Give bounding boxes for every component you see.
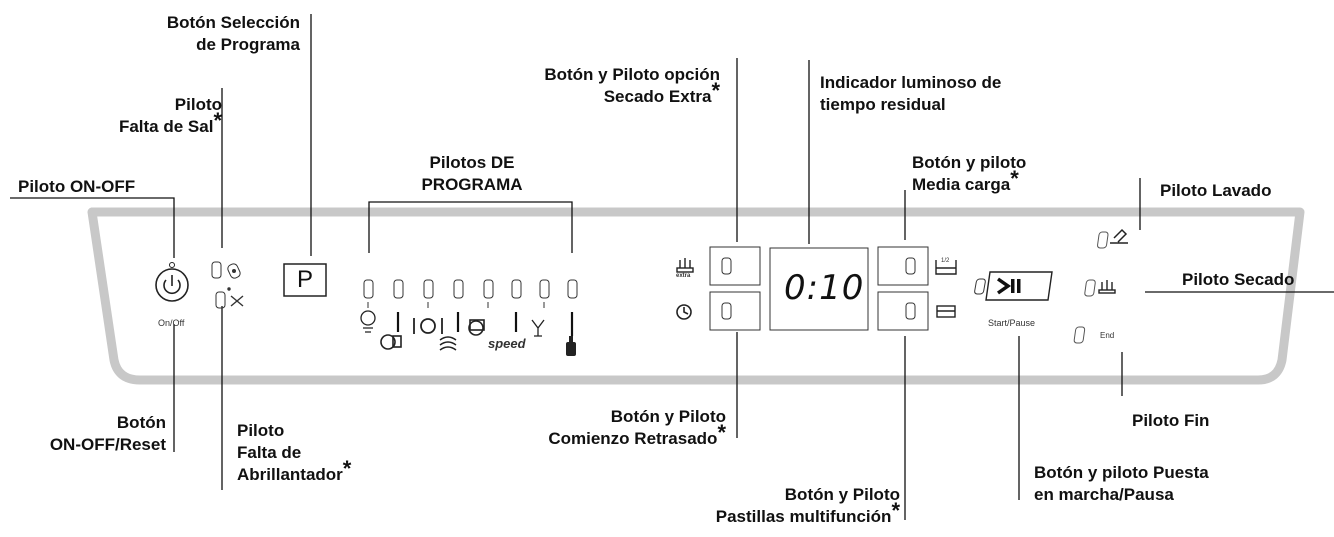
dishes-icon: [413, 318, 443, 334]
label-end-pilot: Piloto Fin: [1132, 411, 1210, 430]
label-program-pilots: Pilotos DE PROGRAMA: [421, 153, 523, 194]
rapid-icon: [439, 336, 457, 351]
play-pause-icon: [974, 277, 1021, 295]
label-multi-tablets: Botón y Piloto Pastillas multifunción*: [715, 485, 900, 526]
half-load-icon: [935, 260, 957, 275]
on-off-caption: On/Off: [158, 318, 185, 328]
eco-icon: [360, 310, 376, 333]
half-load-led: [905, 257, 916, 275]
salt-icon: [227, 263, 241, 279]
half-load-icon-text: 1/2: [941, 258, 950, 264]
label-on-off-pilot: Piloto ON-OFF: [18, 177, 136, 196]
label-program-select: Botón Selección de Programa: [166, 13, 300, 54]
salt-pilot-led: [211, 261, 222, 279]
leader-on-off-pilot: [10, 197, 175, 258]
program-button: [283, 263, 327, 297]
rinse-pilot-led: [215, 291, 226, 309]
program-led-7: [539, 279, 550, 299]
label-delay-start: Botón y Piloto Comienzo Retrasado*: [548, 407, 726, 448]
wash-led: [1097, 231, 1109, 249]
tablets-button: [877, 291, 929, 331]
label-wash-pilot: Piloto Lavado: [1160, 181, 1272, 200]
label-residual-time: Indicador luminoso de tiempo residual: [820, 73, 1002, 114]
soak-icon: [566, 336, 576, 356]
speed-icon-text: speed: [488, 336, 526, 351]
label-on-off-reset: Botón ON-OFF/Reset: [49, 413, 166, 454]
tablets-led: [905, 302, 916, 320]
program-led-5: [483, 279, 494, 299]
start-pause-button: [985, 271, 1053, 301]
program-led-2: [393, 279, 404, 299]
extra-dry-button: [709, 246, 761, 286]
program-led-3: [423, 279, 434, 299]
time-display: [769, 247, 869, 331]
program-button-label[interactable]: P: [296, 266, 313, 293]
extra-dry-led: [721, 257, 732, 275]
extra-dry-icon: [676, 258, 694, 273]
program-led-6: [511, 279, 522, 299]
program-led-8: [567, 279, 578, 299]
time-display-value: 0:10: [784, 268, 865, 308]
tablet-icon: [936, 305, 956, 318]
program-led-4: [453, 279, 464, 299]
wash-icon: [1110, 228, 1128, 244]
glass-icon: [531, 319, 545, 337]
extra-icon-text: extra: [676, 273, 691, 279]
rinse-aid-icon: [227, 287, 244, 307]
intensive-icon: [468, 319, 485, 336]
delay-button: [709, 291, 761, 331]
pots-icon: [380, 334, 402, 350]
label-start-pause: Botón y piloto Puesta en marcha/Pausa: [1034, 463, 1209, 504]
delay-led: [721, 302, 732, 320]
half-load-button: [877, 246, 929, 286]
dry-icon: [1098, 280, 1116, 294]
power-button[interactable]: [155, 262, 189, 302]
program-led-1: [363, 279, 374, 299]
label-rinse-aid: Piloto Falta de Abrillantador*: [237, 421, 352, 484]
clock-icon: [676, 304, 692, 320]
start-pause-caption: Start/Pause: [988, 318, 1036, 328]
end-led: [1073, 326, 1086, 344]
label-extra-dry: Botón y Piloto opción Secado Extra*: [544, 65, 720, 106]
dry-led: [1084, 279, 1096, 297]
end-caption: End: [1100, 331, 1115, 340]
label-dry-pilot: Piloto Secado: [1182, 270, 1295, 289]
label-salt: Piloto Falta de Sal*: [118, 95, 222, 136]
panel-outline: [87, 207, 1305, 385]
label-half-load: Botón y piloto Media carga*: [912, 153, 1027, 194]
leader-program-pilots: [368, 201, 573, 253]
